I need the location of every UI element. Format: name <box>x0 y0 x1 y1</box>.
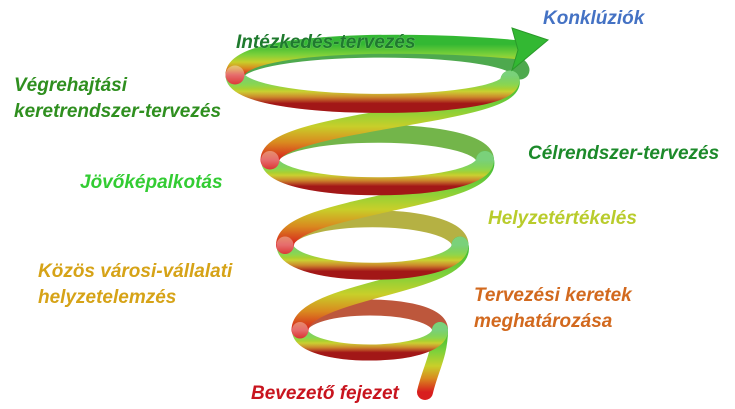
label-tervezesi-line2: meghatározása <box>474 309 632 335</box>
label-helyzetertekeles: Helyzetértékelés <box>488 206 637 232</box>
label-helyzetert-text: Helyzetértékelés <box>488 206 637 232</box>
label-jovokep-text: Jövőképalkotás <box>80 170 223 196</box>
label-intezkedes-text: Intézkedés-tervezés <box>236 30 416 56</box>
label-tervezesi-line1: Tervezési keretek <box>474 283 632 309</box>
label-celrendszer-text: Célrendszer-tervezés <box>528 141 719 167</box>
spiral-arrowhead <box>512 28 548 70</box>
label-kozos-line1: Közös városi-vállalati <box>38 259 232 285</box>
label-kozos-line2: helyzetelemzés <box>38 285 232 311</box>
label-intezkedes-tervezes: Intézkedés-tervezés <box>236 30 416 56</box>
label-vegrehajtasi-line2: keretrendszer-tervezés <box>14 99 221 125</box>
label-konkluziok: Konklúziók <box>543 6 644 32</box>
label-celrendszer-tervezes: Célrendszer-tervezés <box>528 141 719 167</box>
label-tervezesi-keretek: Tervezési keretek meghatározása <box>474 283 632 335</box>
label-kozos-helyzetelemzes: Közös városi-vállalati helyzetelemzés <box>38 259 232 311</box>
label-vegrehajtasi-keretrendszer: Végrehajtási keretrendszer-tervezés <box>14 73 221 125</box>
label-konkluziok-text: Konklúziók <box>543 6 644 32</box>
label-jovokepalkotas: Jövőképalkotás <box>80 170 223 196</box>
label-bevezeto-text: Bevezető fejezet <box>251 381 399 407</box>
label-vegrehajtasi-line1: Végrehajtási <box>14 73 221 99</box>
label-bevezeto-fejezet: Bevezető fejezet <box>251 381 399 407</box>
